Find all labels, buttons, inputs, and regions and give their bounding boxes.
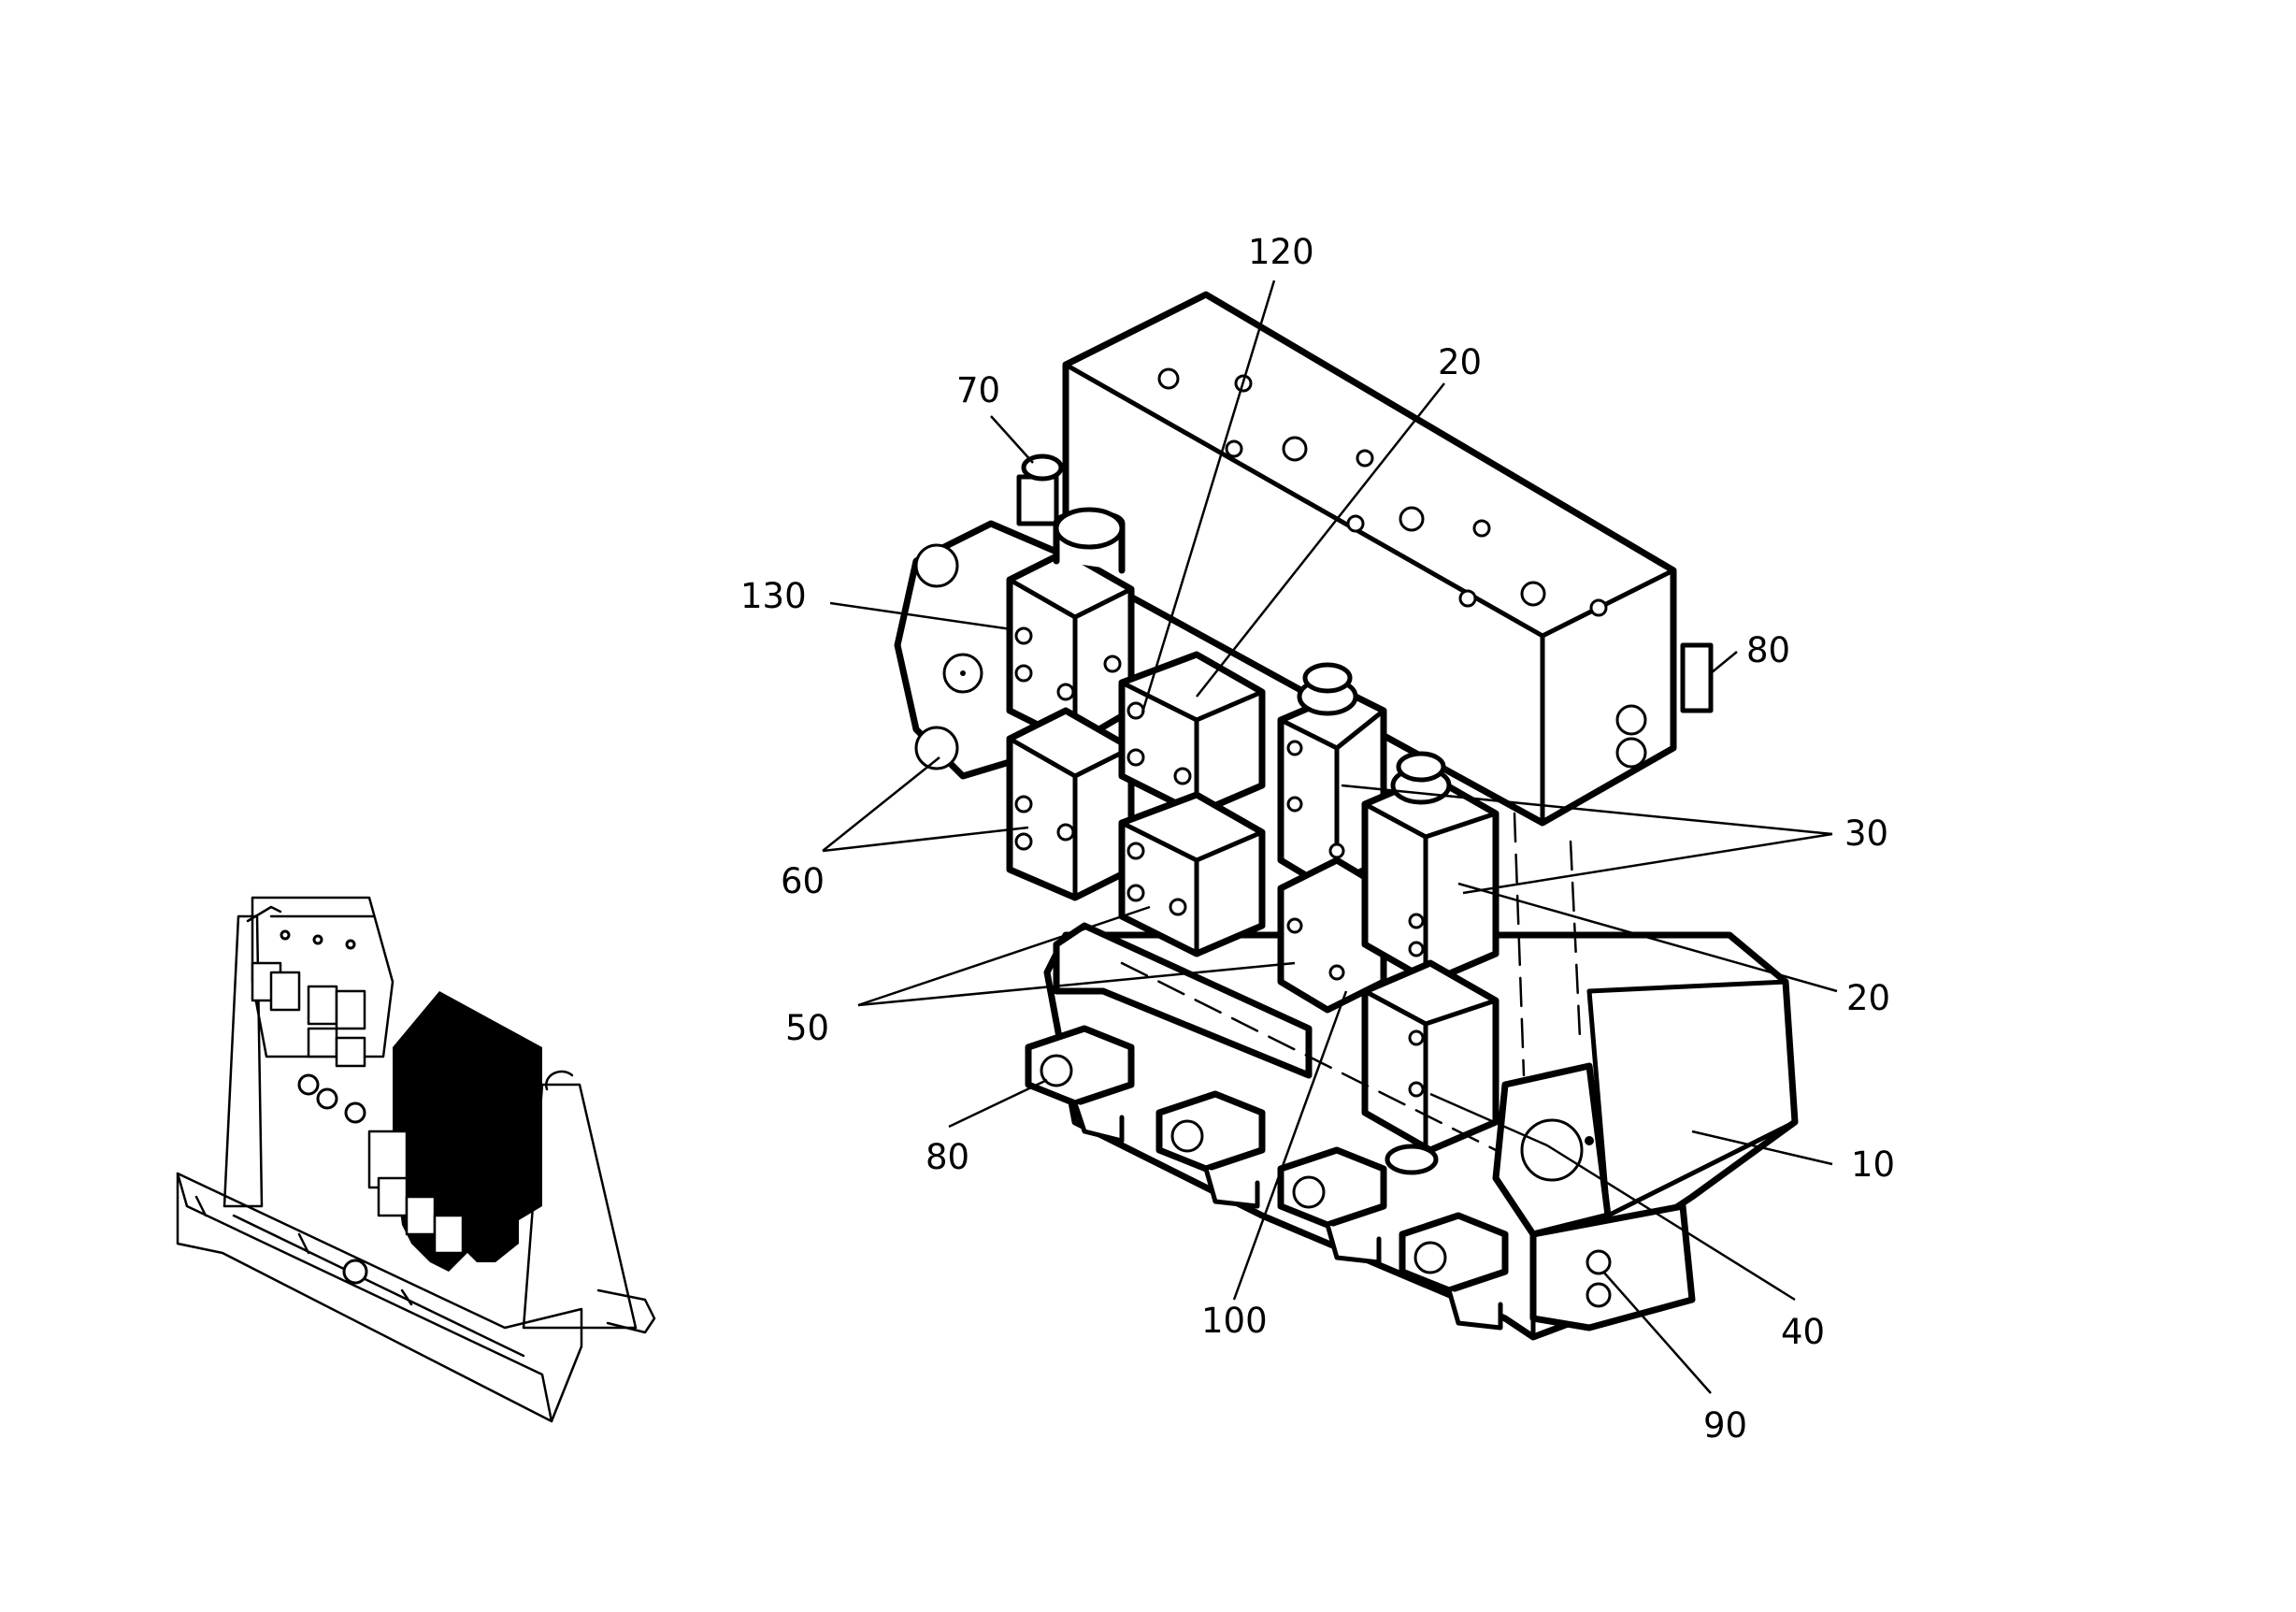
leader-lines [822, 280, 1838, 1394]
valve-130-60 [1006, 507, 1135, 901]
solenoid-connector-row [1025, 1025, 1509, 1331]
callout-60: 60 [781, 861, 825, 901]
port-plate-40 [1492, 1062, 1612, 1238]
solenoid-connector-2 [1155, 1090, 1266, 1209]
callout-90: 90 [1703, 1405, 1747, 1446]
callout-130: 130 [740, 576, 807, 616]
solenoid-connector-3 [1277, 1146, 1387, 1265]
callout-40: 40 [1781, 1312, 1825, 1352]
solenoid-connector-1 [1025, 1025, 1135, 1144]
hidden-edges [1120, 812, 1582, 1152]
callout-70: 70 [956, 370, 1000, 410]
callout-120: 120 [1248, 232, 1314, 272]
callout-80-right: 80 [1746, 630, 1790, 670]
solenoid-connector-4 [1399, 1212, 1509, 1331]
callout-100: 100 [1201, 1301, 1268, 1341]
valve-120-50 [1118, 651, 1266, 957]
valve-30-lower [1361, 751, 1500, 1175]
main-assembly [894, 291, 1799, 1341]
lower-rail [1053, 922, 1696, 1331]
callout-labels: 120 20 70 130 80 30 60 20 50 80 10 100 4… [740, 232, 1895, 1446]
valve-30-upper [1277, 662, 1387, 1014]
callout-50: 50 [785, 1008, 829, 1048]
callout-30: 30 [1844, 813, 1888, 854]
fitting-70 [1016, 453, 1064, 526]
callout-80-lower: 80 [926, 1137, 969, 1177]
callout-10: 10 [1851, 1144, 1895, 1185]
callout-20-lower: 20 [1846, 978, 1890, 1018]
locator-thumbnail [176, 896, 656, 1423]
callout-20-upper: 20 [1438, 342, 1482, 382]
